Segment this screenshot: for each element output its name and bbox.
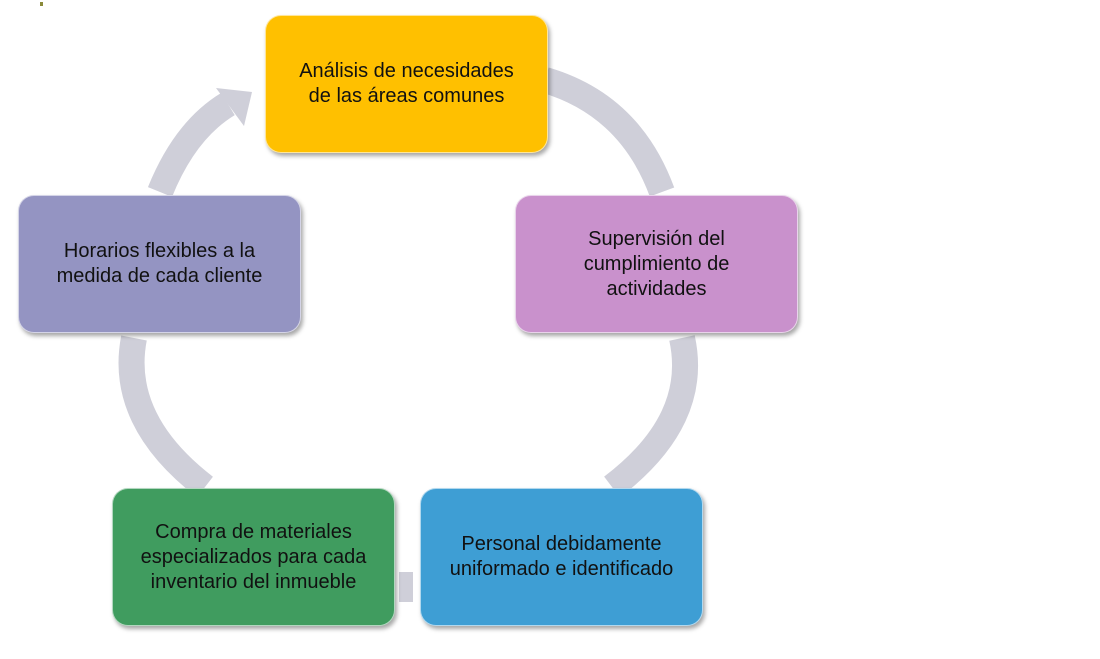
cycle-step-1: Análisis de necesidades de las áreas com… [265, 15, 548, 153]
step-label: Análisis de necesidades de las áreas com… [299, 60, 514, 107]
arc-step1-to-step2 [541, 67, 675, 197]
arc-step2-to-step3 [604, 335, 698, 498]
stray-mark [40, 2, 43, 6]
step-label: Personal debidamente uniformado e identi… [449, 533, 674, 580]
step-label: Compra de materiales especializados para… [140, 520, 367, 593]
arrowhead-icon [216, 88, 252, 126]
step-label: Supervisión del cumplimiento de activida… [583, 227, 730, 300]
cycle-step-3: Personal debidamente uniformado e identi… [420, 488, 703, 626]
arc-step4-to-step5 [118, 335, 214, 498]
cycle-step-5: Horarios flexibles a la medida de cada c… [18, 195, 301, 333]
arc-step5-to-step1 [147, 92, 236, 197]
cycle-step-4: Compra de materiales especializados para… [112, 488, 395, 626]
step-label: Horarios flexibles a la medida de cada c… [56, 240, 263, 287]
cycle-step-2: Supervisión del cumplimiento de activida… [515, 195, 798, 333]
